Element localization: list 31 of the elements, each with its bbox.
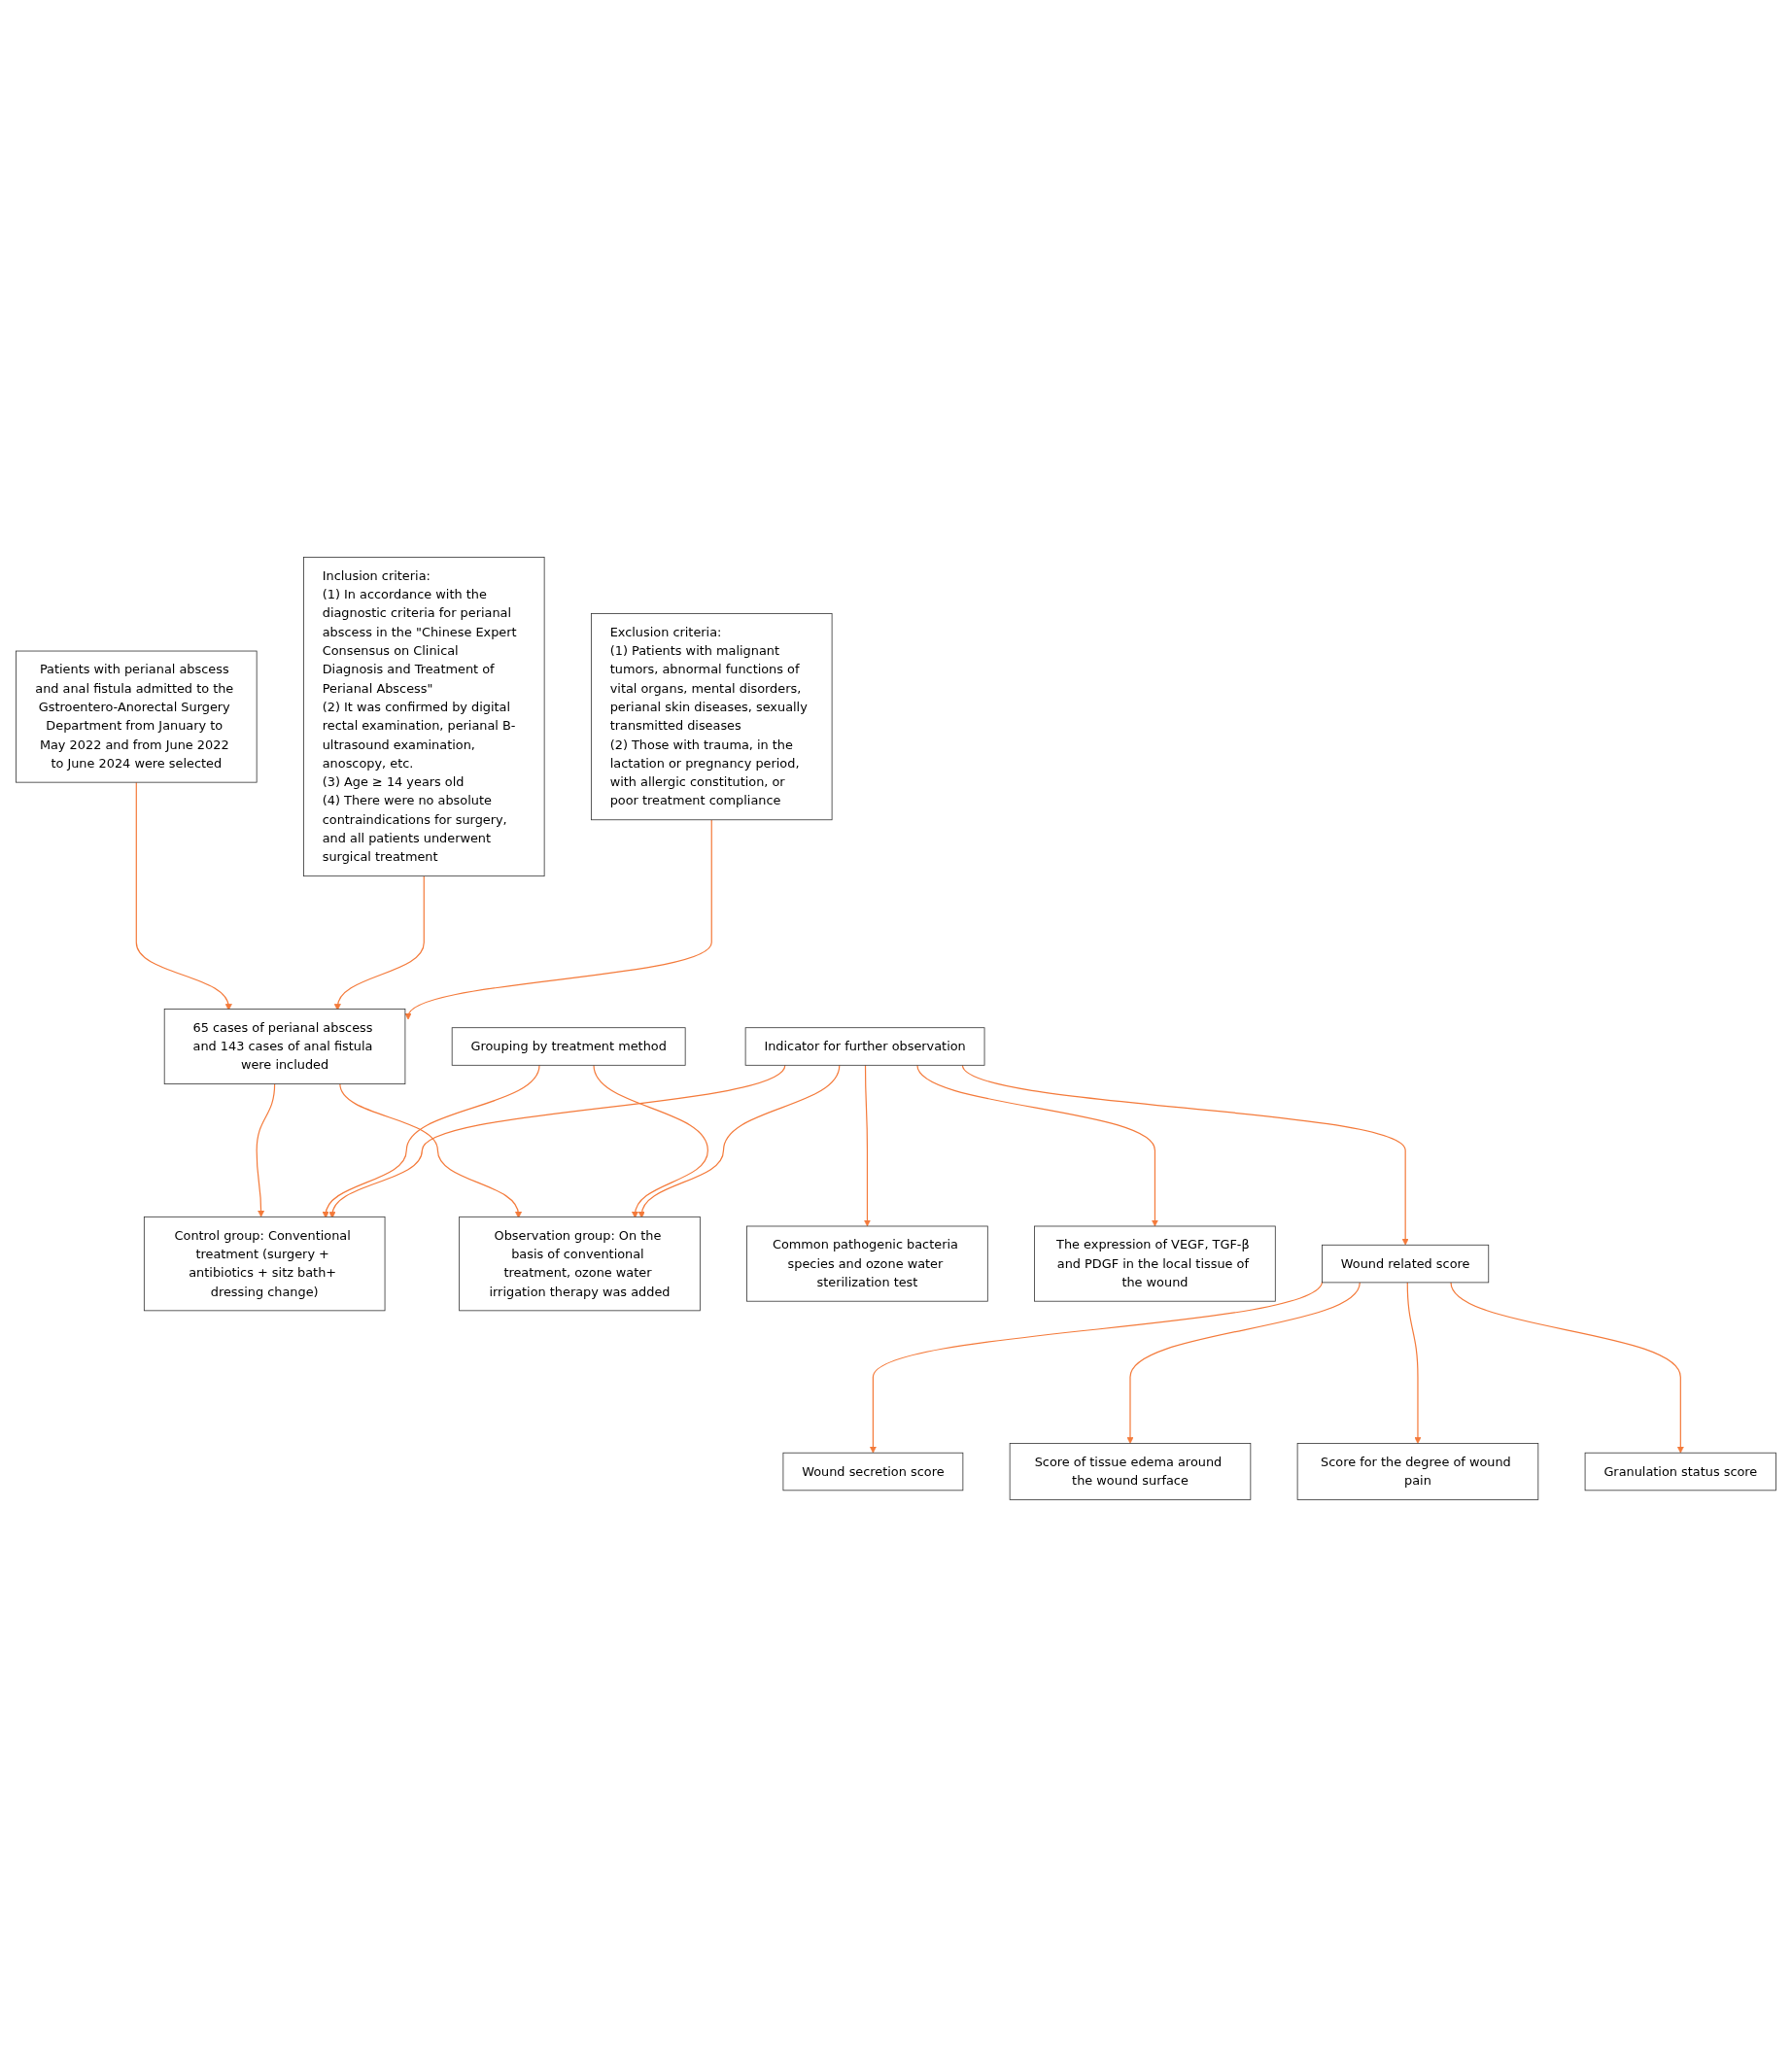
arrow [638, 1064, 841, 1218]
arrow [256, 1083, 276, 1217]
node-box: Patients with perianal abscess and anal fistula admitted to the Gstroentero-Anorectal Surgery Department from January to May 2022 and from June 2022 to June 2024 were selected [16, 650, 258, 783]
node-box: Common pathogenic bacteria species and ozone water sterilization test [746, 1225, 988, 1302]
node-box: 65 cases of perianal abscess and 143 cases of anal fistula were included [163, 1009, 406, 1084]
node-box: Indicator for further observation [744, 1027, 985, 1066]
node-box: The expression of VEGF, TGF-β and PDGF in the local tissue of the wound [1034, 1225, 1276, 1302]
node-box: Grouping by treatment method [451, 1027, 686, 1066]
node-box: Granulation status score [1584, 1452, 1776, 1491]
arrow [329, 1064, 786, 1218]
arrow [916, 1064, 1158, 1227]
arrow [869, 1281, 1324, 1454]
node-box: Score for the degree of wound pain [1296, 1443, 1539, 1500]
arrow [961, 1064, 1409, 1246]
node-box: Score of tissue edema around the wound surface [1009, 1443, 1252, 1500]
arrow [863, 1064, 871, 1227]
arrow [1126, 1282, 1361, 1444]
arrow [135, 781, 231, 1011]
node-box: Observation group: On the basis of conventional treatment, ozone water irrigation therapy was added [459, 1216, 701, 1312]
node-box: Wound secretion score [782, 1452, 964, 1491]
arrow [334, 875, 425, 1011]
arrow [323, 1064, 540, 1218]
arrow [405, 819, 712, 1020]
node-box: Exclusion criteria: (1) Patients with malignant tumors, abnormal functions of vital organs, mental disorders, perianal skin diseases, sexually transmitted diseases (2) Those with trauma, in the lactation or pregnancy period, with allergic constitution, or poor treatment compliance [591, 613, 833, 821]
arrow [593, 1064, 708, 1218]
arrow [1406, 1282, 1422, 1444]
node-box: Inclusion criteria: (1) In accordance with the diagnostic criteria for perianal abscess in the "Chinese Expert Consensus on Clinical Diagnosis and Treatment of Perianal Abscess" (2) It was confirmed by digital rectal examination, perianal B-ultrasound examination, anoscopy, etc. (3) Age ≥ 14 years old (4) There were no absolute contraindications for surgery, and all patients underwent surgical treatment [303, 557, 545, 877]
node-box: Control group: Conventional treatment (surgery + antibiotics + sitz bath+ dressing change) [143, 1216, 386, 1312]
arrow [1450, 1282, 1684, 1454]
arrow [339, 1083, 522, 1218]
node-box: Wound related score [1322, 1244, 1490, 1284]
